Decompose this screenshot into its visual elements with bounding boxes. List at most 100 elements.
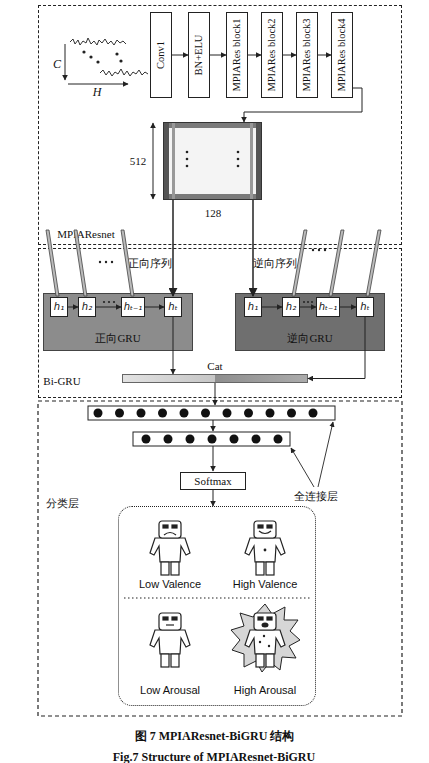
norm-layer-text: BN+ELU [194,35,205,76]
sequence-stick [329,230,344,296]
illustration-part [318,249,320,251]
fc-layer [88,406,335,420]
res-block: MPIARes block4 [331,12,353,98]
dimension-arrow [153,123,154,199]
illustration-part [223,409,232,418]
illustration-part [142,435,151,444]
res-block-text: MPIARes block1 [232,18,243,91]
eeg-waveform [65,38,148,84]
layer-label: 全连接层 [294,492,338,503]
illustration-part [150,613,190,667]
caption-english: Fig.7 Structure of MPIAResnet-BiGRU [113,751,315,763]
map-column [172,122,175,200]
softmax-box-text: Softmax [194,476,231,487]
illustration-part [262,623,269,628]
illustration-part [274,435,283,444]
illustration-part [245,521,285,575]
arousal-burst [231,604,300,672]
res-block: MPIARes block3 [296,12,318,98]
illustration-part [115,409,124,418]
signal-trace [100,69,148,76]
illustration-part [245,613,285,667]
section-frame [38,401,402,716]
ellipsis-dot [186,158,189,161]
illustration-part [166,624,174,625]
sequence-inputs [46,200,381,303]
hidden-cell: h₁ [50,297,68,317]
gru-box: h₁h₂hₜ₋₁hₜ逆向GRU [235,293,385,351]
hidden-cell-text: hₜ₋₁ [319,302,338,312]
axis-label: H [93,86,102,98]
illustration-part [259,641,261,643]
axis-arrow [68,84,128,85]
illustration-part [105,261,107,263]
res-block-text: MPIARes block4 [337,18,348,91]
feature-map [153,122,262,200]
illustration-part [99,261,101,263]
hidden-cell: h₂ [282,297,300,317]
ellipsis-dot [186,151,189,154]
sequence-stick [366,230,381,296]
class-label: High Arousal [234,685,296,696]
network-section: h₁h₂hₜ₋₁hₜ正向GRUh₁h₂hₜ₋₁hₜ逆向GRUCatBi-GRU [38,248,402,398]
illustration-part [94,409,103,418]
illustration-part [111,261,113,263]
illustration-part [230,435,239,444]
illustration-part [137,409,146,418]
channel-dot [96,60,99,63]
concat-bar-text: Cat [207,361,222,372]
illustration-part [164,533,176,536]
softmax-box: Softmax [180,472,246,490]
flow-arrow [213,446,214,471]
class-label: Low Valence [139,579,201,590]
sequence-label: 正向序列 [128,259,172,270]
hidden-cell-text: h₁ [54,302,64,312]
sam-manikin [245,613,285,667]
illustration-part [268,645,270,647]
illustration-part [158,409,167,418]
sam-manikin [245,521,285,575]
res-block-text: MPIARes block2 [267,18,278,91]
arrow-connector [213,490,214,506]
illustration-part [264,549,267,552]
figure-caption: 图 7 MPIAResnet-BiGRU 结构 [0,730,429,742]
illustration-part [150,521,190,575]
channel-dot [89,55,92,58]
gru-box-text: 正向GRU [95,333,140,344]
conv-layer: Conv1 [150,12,172,98]
sequence-stick [74,230,87,296]
ellipsis-dot [237,151,240,154]
illustration-part [309,409,318,418]
hidden-cell-text: h₂ [82,302,92,312]
illustration-part [180,409,189,418]
class-label: Low Arousal [140,685,200,696]
arrow-connector [248,55,261,56]
sam-manikin [150,521,190,575]
hidden-cell-text: hₜ [360,302,369,312]
gru-box: h₁ h₂ hₜ₋₁ hₜ 正向GRU [43,293,193,351]
concat-bar: Cat [122,374,308,383]
hidden-cell-text: hₜ₋₁ [124,302,143,312]
hidden-cell: hₜ₋₁ [121,297,145,317]
illustration-part [312,249,314,251]
classifier-box-text: 分类层 [46,498,79,509]
map-column [250,122,253,200]
sequence-label: 逆向序列 [253,259,297,270]
hidden-cell: h₂ [78,297,96,317]
conv-layer-text: Conv1 [156,41,167,69]
hidden-cell-text: h₁ [248,302,258,312]
feature-map-text: 128 [205,208,222,219]
hidden-cell: hₜ [356,297,374,317]
illustration-part [263,635,265,637]
norm-layer: BN+ELU [188,12,210,98]
res-block: MPIARes block1 [226,12,248,98]
illustration-part [266,409,275,418]
channel-dot [119,59,122,62]
flow-arrow [213,420,214,431]
illustration-part [201,409,210,418]
fc-layer [133,432,290,446]
feature-map-text: 512 [130,156,147,167]
hidden-cell: hₜ [164,297,182,317]
illustration-part [252,435,261,444]
